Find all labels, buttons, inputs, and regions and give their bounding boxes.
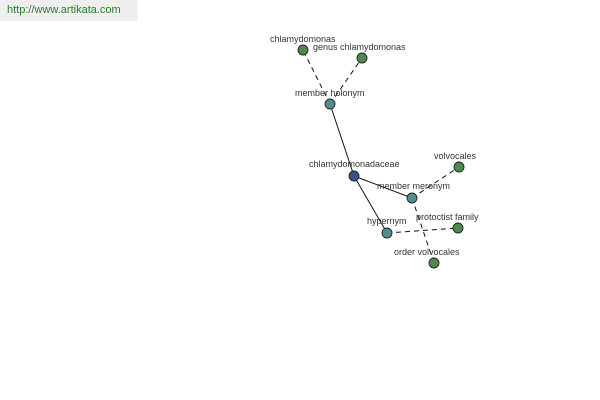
edge-center-meronym: [353, 175, 413, 199]
node-label-hypernym[interactable]: hypernym: [367, 216, 407, 226]
node-label-protoctist[interactable]: protoctist family: [416, 212, 479, 222]
edge-holonym-chlamydomonas: [302, 49, 331, 105]
edge-meronym-order: [411, 197, 435, 264]
node-order[interactable]: [428, 257, 440, 269]
node-label-chlamydomonas[interactable]: chlamydomonas: [270, 34, 336, 44]
node-protoctist[interactable]: [452, 222, 464, 234]
node-chlamydomonas[interactable]: [297, 44, 309, 56]
edge-center-hypernym: [353, 175, 388, 234]
node-label-center[interactable]: chlamydomonadaceae: [309, 159, 400, 169]
node-meronym[interactable]: [406, 192, 418, 204]
node-label-genus[interactable]: genus chlamydomonas: [313, 42, 406, 52]
node-center[interactable]: [348, 170, 360, 182]
edge-meronym-volvocales: [411, 166, 460, 199]
nodes-layer: [297, 44, 465, 269]
source-bar: http://www.artikata.com: [0, 0, 138, 21]
node-holonym[interactable]: [324, 98, 336, 110]
edge-holonym-genus: [329, 57, 363, 105]
source-link[interactable]: http://www.artikata.com: [7, 4, 121, 16]
node-label-holonym[interactable]: member holonym: [295, 88, 365, 98]
node-label-volvocales[interactable]: volvocales: [434, 151, 477, 161]
node-label-meronym[interactable]: member meronym: [377, 181, 450, 191]
edge-hypernym-protoctist: [386, 227, 459, 234]
node-genus[interactable]: [356, 52, 368, 64]
edges-layer: [302, 49, 460, 264]
node-label-order[interactable]: order volvocales: [394, 247, 460, 257]
node-hypernym[interactable]: [381, 227, 393, 239]
labels-layer: chlamydomonadaceae member holonym member m…: [270, 34, 479, 257]
node-volvocales[interactable]: [453, 161, 465, 173]
edge-center-holonym: [329, 103, 355, 177]
